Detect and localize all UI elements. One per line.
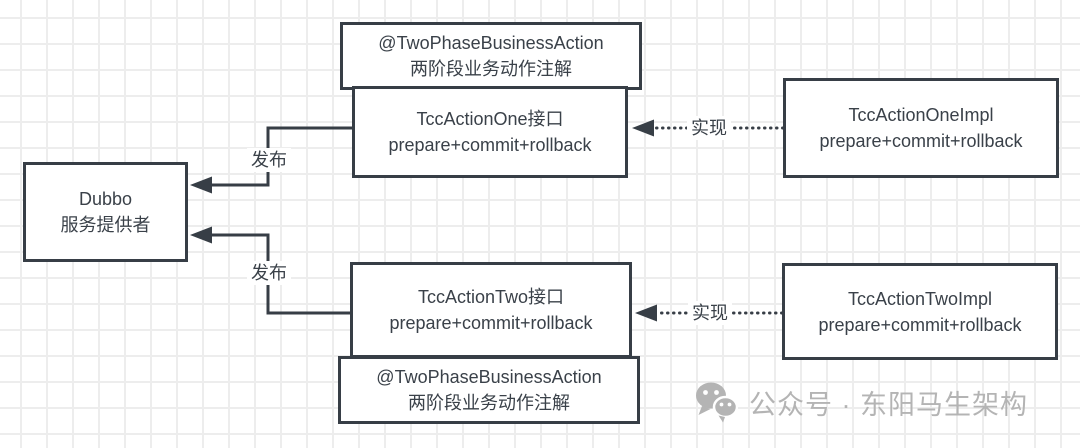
edge-label-implement-bottom: 实现 [688, 301, 732, 325]
node-tcc-action-one-title: TccActionOne接口 [416, 109, 564, 129]
node-tcc-action-one-subtitle: prepare+commit+rollback [388, 135, 592, 155]
node-dubbo-provider: Dubbo 服务提供者 [23, 162, 188, 262]
watermark-text: 公众号 · 东阳马生架构 [749, 389, 1028, 420]
node-dubbo-provider-title: Dubbo [78, 189, 133, 209]
implement-arrow-bottom-head [635, 304, 657, 322]
implement-arrow-top-head [632, 119, 654, 137]
node-tcc-action-two: TccActionTwo接口 prepare+commit+rollback [350, 262, 632, 358]
wechat-icon [694, 381, 738, 423]
node-dubbo-provider-subtitle: 服务提供者 [60, 215, 151, 235]
edge-label-publish-bottom: 发布 [247, 261, 291, 285]
node-tcc-action-two-subtitle: prepare+commit+rollback [389, 313, 593, 333]
node-tcc-action-one-impl-subtitle: prepare+commit+rollback [819, 131, 1023, 151]
node-tcc-action-two-impl-subtitle: prepare+commit+rollback [818, 314, 1022, 335]
edge-label-publish-top: 发布 [247, 148, 291, 172]
node-annotation-top: @TwoPhaseBusinessAction 两阶段业务动作注解 [340, 22, 642, 90]
node-annotation-bottom: @TwoPhaseBusinessAction 两阶段业务动作注解 [338, 356, 640, 424]
node-tcc-action-two-title: TccActionTwo接口 [417, 287, 565, 307]
node-tcc-action-two-impl-title: TccActionTwoImpl [847, 288, 993, 309]
node-annotation-top-line1: @TwoPhaseBusinessAction [378, 33, 604, 53]
publish-arrow-top-head [190, 176, 212, 194]
watermark: 公众号 · 东阳马生架构 [694, 381, 1028, 423]
publish-arrow-bottom-head [190, 226, 212, 244]
node-tcc-action-one-impl-title: TccActionOneImpl [848, 105, 994, 125]
node-annotation-top-line2: 两阶段业务动作注解 [410, 59, 572, 79]
edge-label-implement-top: 实现 [687, 116, 731, 140]
node-tcc-action-one-impl: TccActionOneImpl prepare+commit+rollback [783, 78, 1059, 178]
node-annotation-bottom-line1: @TwoPhaseBusinessAction [376, 367, 602, 387]
node-tcc-action-one: TccActionOne接口 prepare+commit+rollback [352, 86, 628, 178]
node-tcc-action-two-impl: TccActionTwoImpl prepare+commit+rollback [782, 263, 1058, 360]
node-annotation-bottom-line2: 两阶段业务动作注解 [408, 393, 570, 413]
